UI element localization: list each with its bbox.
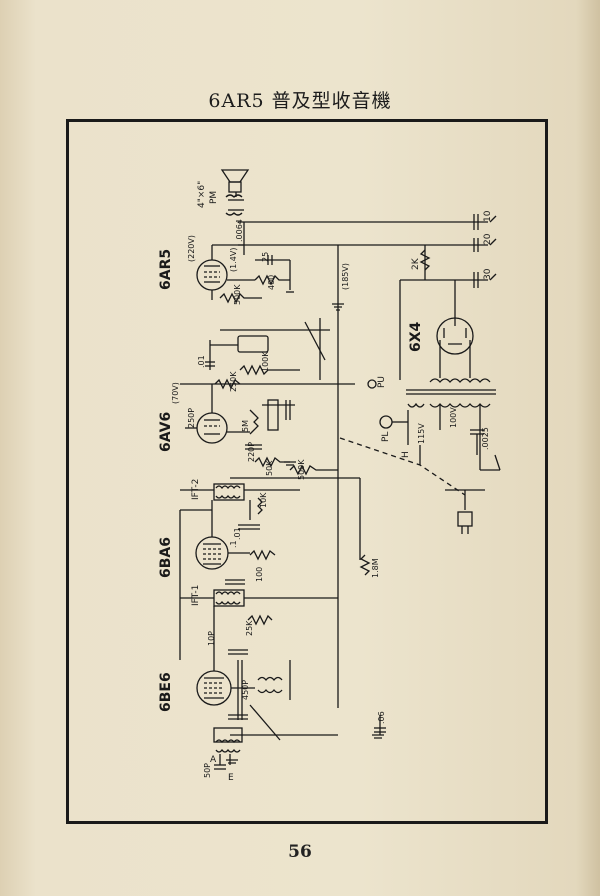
label-r250k: 250K: [229, 371, 238, 392]
label-antenna-a: A: [210, 755, 217, 765]
label-115v: 115V: [417, 423, 426, 444]
line-capacitor: [470, 429, 484, 455]
label-c10: 10: [483, 210, 493, 222]
label-speaker-type: PM: [209, 191, 219, 204]
label-c50p: 50P: [203, 763, 212, 778]
label-6be6: 6BE6: [158, 672, 174, 712]
ground-symbols: [226, 303, 384, 764]
label-antenna-e: E: [228, 773, 234, 783]
label-c0025: .0025: [481, 427, 490, 450]
page-number: 56: [288, 842, 312, 862]
label-c06: .06: [377, 711, 386, 724]
ift-1-transformer: [180, 589, 338, 607]
label-r10k: 10K: [259, 492, 268, 508]
if-amp-bias-network: [225, 549, 371, 585]
label-c30: 30: [483, 268, 493, 280]
label-c20: 20: [483, 233, 493, 245]
label-r500k-out: 500K: [233, 284, 242, 305]
label-v70: (70V): [171, 382, 180, 404]
label-c10p: 10P: [207, 631, 216, 646]
label-6av6: 6AV6: [158, 412, 174, 452]
af-volume-network: [230, 399, 361, 560]
power-transformer: [406, 378, 500, 471]
label-c01-top: .01: [197, 355, 206, 368]
label-r25k: 25K: [245, 620, 254, 636]
label-r50k: 50K: [265, 460, 274, 476]
tube-6av6: [185, 384, 250, 444]
label-h: H: [401, 451, 411, 458]
filter-capacitors: [473, 214, 497, 288]
label-c-out: .0064: [235, 219, 244, 242]
speaker-symbol: [220, 169, 250, 255]
schematic-labels: 6AR5 6X4 6AV6 6BA6 6BE6 4"×6" PM 10 20 3…: [158, 181, 493, 783]
label-6ar5: 6AR5: [158, 249, 174, 290]
output-cathode-network: [219, 255, 294, 304]
filter-resistor: [419, 249, 431, 271]
detector-section: [180, 318, 377, 390]
tube-6ba6: [179, 500, 250, 660]
label-100v: 100V: [449, 407, 458, 428]
label-v220: (220V): [187, 235, 196, 262]
label-v14: (1.4V): [229, 248, 238, 272]
tube-6be6: [196, 606, 255, 706]
label-c01-mid: .01: [233, 527, 242, 540]
label-r2k: 2K: [411, 257, 421, 270]
power-switch-and-plug: [339, 437, 501, 534]
label-r5m: 5M: [241, 420, 250, 432]
label-ift1: IFT-1: [191, 585, 201, 606]
label-c1: .1: [229, 540, 238, 548]
label-v185: (185V): [341, 263, 350, 290]
schematic-frame: [66, 119, 548, 824]
label-vr500k: 500K: [297, 459, 306, 480]
label-pu: PU: [377, 376, 387, 388]
label-c25: 25: [261, 252, 270, 262]
tube-6ar5: [196, 244, 255, 300]
label-r100k: 100K: [261, 351, 270, 372]
label-r100: 100: [255, 567, 264, 582]
label-ift2: IFT-2: [191, 479, 201, 500]
pilot-lamp-symbol: [379, 410, 409, 445]
b-plus-wiring: [238, 221, 488, 708]
ift-2-transformer: [180, 483, 300, 530]
label-r400: 400: [267, 275, 276, 290]
oscillator-network: [228, 614, 386, 741]
label-speaker-size: 4"×6": [197, 181, 207, 208]
label-6ba6: 6BA6: [158, 537, 174, 578]
label-6x4: 6X4: [408, 321, 424, 352]
antenna-coil: [213, 727, 243, 770]
label-c220p: 220P: [247, 442, 256, 462]
page-title: 6AR5 普及型收音機: [208, 90, 392, 112]
label-r1-8m: 1.8M: [371, 558, 380, 578]
label-c450p: 450P: [241, 680, 250, 700]
label-pl: PL: [381, 432, 391, 442]
label-c250p: 250P: [187, 408, 196, 428]
tube-6x4: [436, 317, 474, 378]
